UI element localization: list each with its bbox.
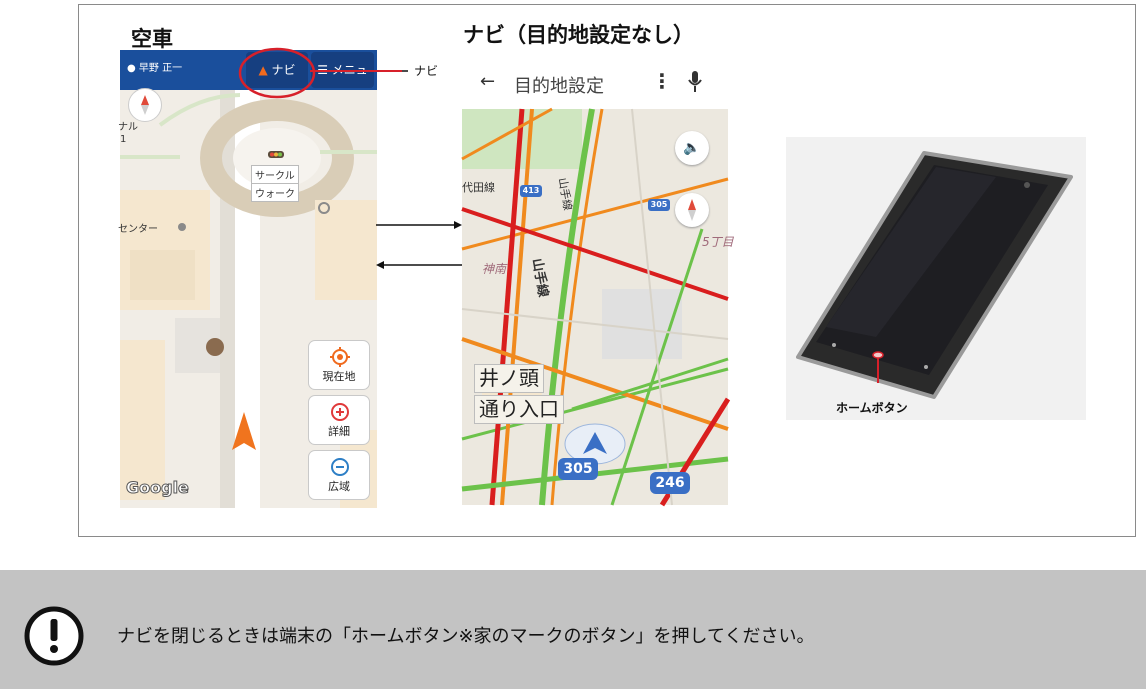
vacant-heading: 空車 <box>131 27 173 51</box>
details-label: 詳細 <box>328 425 350 438</box>
map-label-circle-bottom: ウォーク <box>251 183 299 202</box>
map-label-chome: 5丁目 <box>702 235 734 249</box>
map-label-jinnan: 神南 <box>482 262 507 276</box>
map-label-edge-1: ナル <box>118 122 138 133</box>
google-logo: Google <box>126 478 190 498</box>
destination-search-label: 目的地設定 <box>514 76 604 97</box>
home-button-label: ホームボタン <box>836 401 908 415</box>
handset-photo: ホームボタン <box>786 137 1086 420</box>
navi-compass-icon[interactable] <box>675 193 709 227</box>
route-shield-305-small: 305 <box>648 199 670 211</box>
microphone-icon[interactable] <box>688 71 702 93</box>
zoom-in-icon <box>331 403 349 421</box>
notice-box <box>0 570 1146 689</box>
more-options-icon[interactable]: ⋮ <box>652 69 672 93</box>
search-bar[interactable]: ← 目的地設定 ⋮ <box>462 53 728 109</box>
route-shield-246: 246 <box>650 472 690 494</box>
wide-area-button[interactable]: 広域 <box>308 450 370 500</box>
exclamation-circle-icon <box>24 606 84 666</box>
map-label-entrance: 通り入口 <box>474 395 564 424</box>
current-location-icon <box>330 347 350 367</box>
navi-map <box>461 107 731 507</box>
map-label-line-top: 代田線 <box>462 181 495 194</box>
map-label-ino-atama: 井ノ頭 <box>474 364 544 393</box>
volume-icon[interactable]: 🔈 <box>675 131 709 165</box>
navi-highlight-circle <box>238 47 316 99</box>
navi-button-label: ナビ <box>271 63 296 77</box>
map-label-edge-2: 1 <box>120 134 127 145</box>
user-badge: ● 早野 正一 <box>127 59 182 74</box>
current-location-button[interactable]: 現在地 <box>308 340 370 390</box>
navi-button[interactable]: ▲ ナビ <box>246 52 308 88</box>
zoom-out-icon <box>331 458 349 476</box>
route-shield-305: 305 <box>558 458 598 480</box>
smartphone-illustration <box>786 137 1086 420</box>
navi-heading: ナビ（目的地設定なし） <box>463 23 694 47</box>
notice-text: ナビを閉じるときは端末の「ホームボタン※家のマークのボタン」を押してください。 <box>117 626 815 647</box>
navi-callout-label: ナビ <box>414 64 439 78</box>
navi-screen: ← 目的地設定 ⋮ 🔈 代田線 山手線 山手線 神南 5丁目 井ノ頭 通り入口 <box>461 53 734 507</box>
compass-icon[interactable] <box>128 88 162 122</box>
back-arrow-icon[interactable]: ← <box>480 71 496 92</box>
vacant-screen: ● 早野 正一 ▲ ナビ ☰ メニュ ナル 1 サークル ウォーク センター 現… <box>118 50 377 508</box>
user-name: 早野 正一 <box>138 63 183 74</box>
navi-arrow-icon: ▲ <box>258 63 268 77</box>
route-shield-413: 413 <box>520 185 542 197</box>
details-button[interactable]: 詳細 <box>308 395 370 445</box>
map-label-center: センター <box>118 224 158 235</box>
user-icon: ● <box>127 63 136 74</box>
wide-area-label: 広域 <box>328 480 350 493</box>
current-location-label: 現在地 <box>322 370 356 383</box>
